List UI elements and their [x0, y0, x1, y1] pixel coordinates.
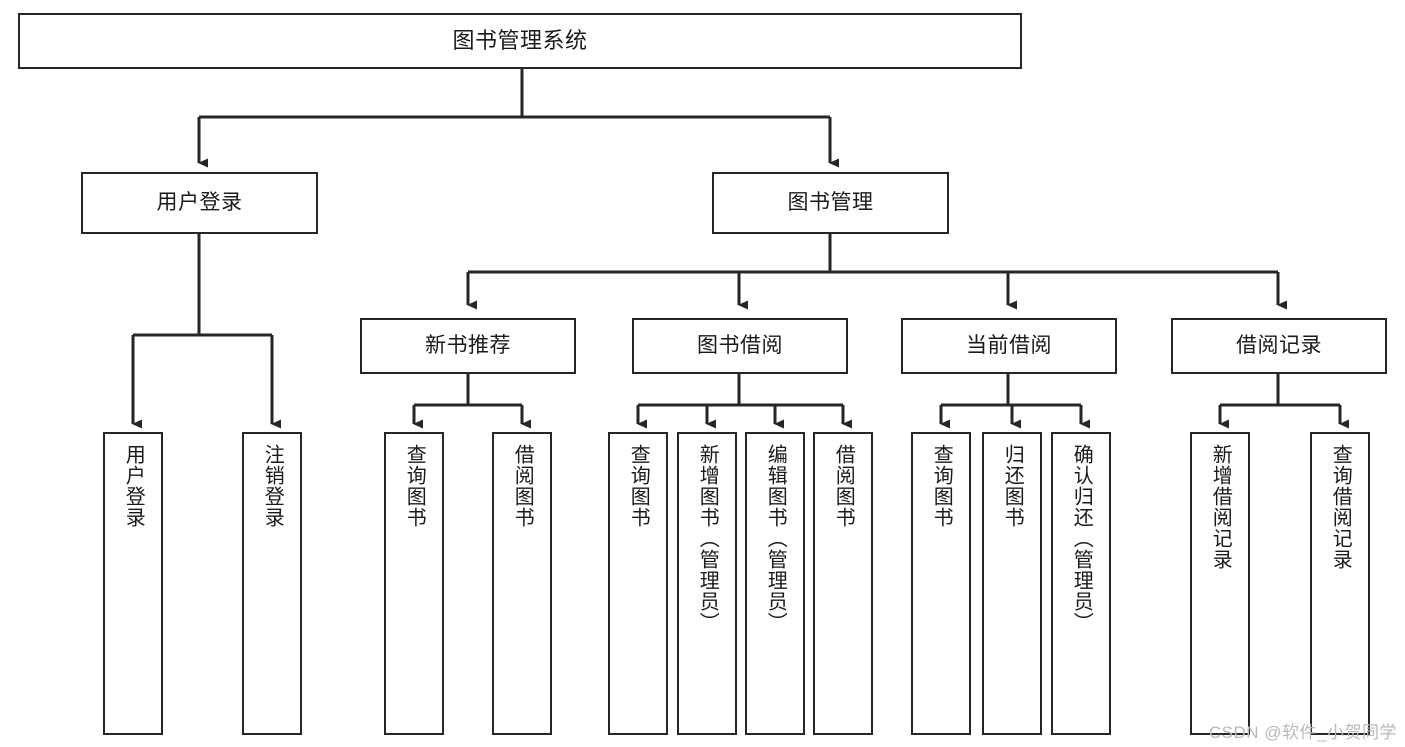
node-book-management-label: 图书管理 — [787, 190, 874, 214]
node-leaf-query-book-recommend-label: 查询图书 — [403, 444, 426, 528]
node-leaf-borrow-book-label: 借阅图书 — [832, 444, 855, 528]
node-leaf-borrow-book[interactable]: 借阅图书 — [813, 432, 873, 735]
node-root-system-label: 图书管理系统 — [452, 28, 588, 54]
node-leaf-user-login[interactable]: 用户登录 — [103, 432, 163, 735]
node-leaf-return-book-label: 归还图书 — [1001, 444, 1024, 528]
node-book-borrow-label: 图书借阅 — [697, 333, 783, 357]
node-new-book-recommend-label: 新书推荐 — [425, 333, 511, 357]
node-book-borrow[interactable]: 图书借阅 — [632, 318, 848, 374]
node-leaf-add-borrow-record-label: 新增借阅记录 — [1209, 444, 1232, 570]
node-leaf-borrow-book-recommend[interactable]: 借阅图书 — [492, 432, 552, 735]
node-leaf-query-book-current[interactable]: 查询图书 — [911, 432, 971, 735]
node-leaf-logout[interactable]: 注销登录 — [242, 432, 302, 735]
node-leaf-query-borrow-record-label: 查询借阅记录 — [1329, 444, 1352, 570]
node-leaf-add-book-admin-label: 新增图书（管理员） — [696, 444, 719, 633]
node-borrow-record[interactable]: 借阅记录 — [1171, 318, 1387, 374]
node-leaf-query-book-borrow[interactable]: 查询图书 — [608, 432, 668, 735]
node-leaf-query-book-borrow-label: 查询图书 — [627, 444, 650, 528]
node-user-login[interactable]: 用户登录 — [81, 172, 318, 234]
node-user-login-label: 用户登录 — [156, 190, 243, 214]
node-current-borrow[interactable]: 当前借阅 — [901, 318, 1117, 374]
node-new-book-recommend[interactable]: 新书推荐 — [360, 318, 576, 374]
node-leaf-confirm-return-admin-label: 确认归还（管理员） — [1070, 444, 1093, 633]
node-leaf-edit-book-admin-label: 编辑图书（管理员） — [764, 444, 787, 633]
node-root-system[interactable]: 图书管理系统 — [18, 13, 1022, 69]
node-leaf-user-login-label: 用户登录 — [122, 444, 145, 528]
node-borrow-record-label: 借阅记录 — [1236, 333, 1322, 357]
node-leaf-query-book-recommend[interactable]: 查询图书 — [384, 432, 444, 735]
node-book-management[interactable]: 图书管理 — [712, 172, 949, 234]
node-leaf-confirm-return-admin[interactable]: 确认归还（管理员） — [1051, 432, 1111, 735]
node-leaf-add-borrow-record[interactable]: 新增借阅记录 — [1190, 432, 1250, 735]
node-leaf-query-borrow-record[interactable]: 查询借阅记录 — [1310, 432, 1370, 735]
node-leaf-return-book[interactable]: 归还图书 — [982, 432, 1042, 735]
node-leaf-query-book-current-label: 查询图书 — [930, 444, 953, 528]
node-current-borrow-label: 当前借阅 — [966, 333, 1052, 357]
node-leaf-logout-label: 注销登录 — [261, 444, 284, 528]
watermark-text: CSDN @软件_小贺同学 — [1208, 723, 1397, 742]
node-leaf-borrow-book-recommend-label: 借阅图书 — [511, 444, 534, 528]
node-leaf-add-book-admin[interactable]: 新增图书（管理员） — [677, 432, 737, 735]
node-leaf-edit-book-admin[interactable]: 编辑图书（管理员） — [745, 432, 805, 735]
